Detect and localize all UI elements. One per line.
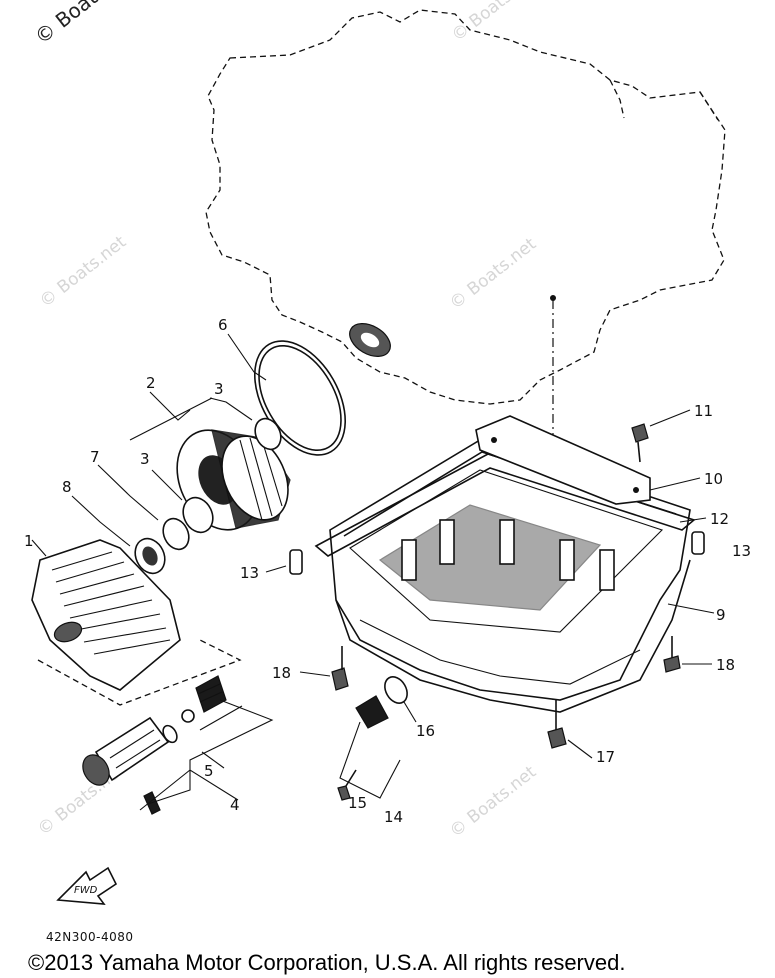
fwd-label: FWD bbox=[74, 885, 98, 896]
callout-18: 18 bbox=[272, 664, 291, 682]
baffle-plate bbox=[475, 415, 651, 505]
callout-15: 15 bbox=[348, 794, 367, 812]
fasteners bbox=[289, 423, 705, 801]
callout-labels: 1 2 3 3 4 5 6 7 8 9 10 11 12 13 13 14 15… bbox=[24, 316, 751, 826]
callout-13: 13 bbox=[240, 564, 259, 582]
diagram-code: 42N300-4080 bbox=[46, 930, 134, 944]
o-rings bbox=[134, 340, 347, 575]
callout-13: 13 bbox=[732, 542, 751, 560]
callout-4: 4 bbox=[230, 796, 240, 814]
callout-17: 17 bbox=[596, 748, 615, 766]
callout-18: 18 bbox=[716, 656, 735, 674]
callout-2: 2 bbox=[146, 374, 156, 392]
callout-5: 5 bbox=[204, 762, 214, 780]
filter-bolt-assembly bbox=[82, 675, 274, 815]
engine-outline bbox=[205, 9, 726, 700]
copyright-notice: ©2013 Yamaha Motor Corporation, U.S.A. A… bbox=[28, 950, 626, 975]
callout-8: 8 bbox=[62, 478, 72, 496]
callout-16: 16 bbox=[416, 722, 435, 740]
callout-10: 10 bbox=[704, 470, 723, 488]
oil-filter-cover bbox=[31, 539, 242, 706]
fwd-arrow-icon: FWD bbox=[56, 866, 118, 905]
leader-lines bbox=[31, 333, 715, 811]
callout-7: 7 bbox=[90, 448, 100, 466]
callout-14: 14 bbox=[384, 808, 403, 826]
callout-3: 3 bbox=[140, 450, 150, 468]
callout-6: 6 bbox=[218, 316, 228, 334]
callout-3: 3 bbox=[214, 380, 224, 398]
callout-9: 9 bbox=[716, 606, 726, 624]
callout-1: 1 bbox=[24, 532, 34, 550]
callout-11: 11 bbox=[694, 402, 713, 420]
callout-12: 12 bbox=[710, 510, 729, 528]
